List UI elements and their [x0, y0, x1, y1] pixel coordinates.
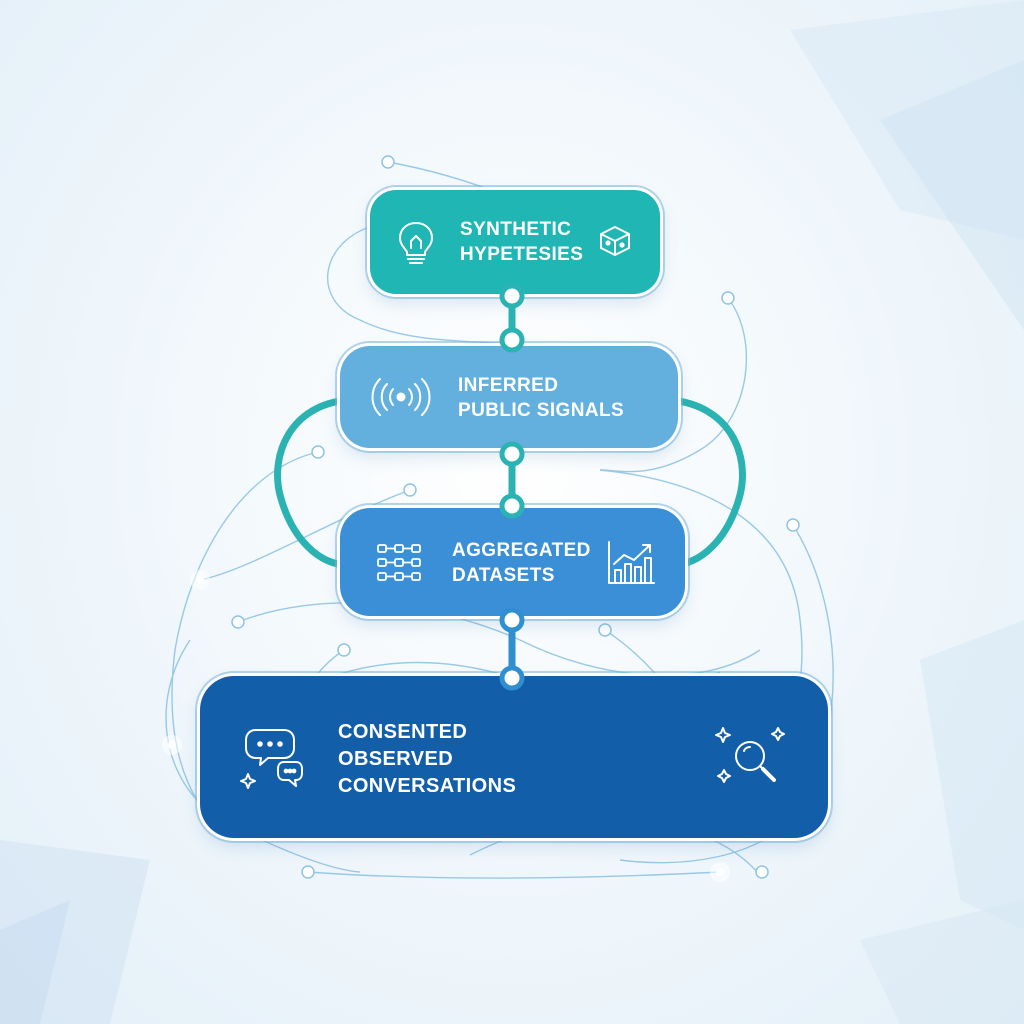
- tier-label: INFERRED PUBLIC SIGNALS: [458, 375, 625, 421]
- magnifier-sparkle-icon: [715, 727, 785, 783]
- signal-waves-icon: [371, 378, 431, 416]
- cube-icon: [600, 226, 630, 256]
- dataset-grid-icon: [377, 544, 421, 581]
- tier-inferred-public-signals[interactable]: INFERRED PUBLIC SIGNALS: [340, 346, 678, 448]
- right-connector-arc: [666, 396, 746, 569]
- chat-bubbles-icon: [240, 729, 303, 789]
- bar-chart-trend-icon: [608, 541, 655, 584]
- tier-label: CONSENTED OBSERVED CONVERSATIONS: [338, 721, 517, 797]
- tier-aggregated-datasets[interactable]: AGGREGATED DATASETS: [340, 508, 685, 616]
- left-connector-arc: [274, 396, 352, 569]
- tier-synthetic-hypotheses[interactable]: SYNTHETIC HYPETESIES: [370, 190, 660, 294]
- tier-label: AGGREGATED DATASETS: [452, 540, 591, 586]
- lightbulb-icon: [399, 222, 433, 264]
- tier-label: SYNTHETIC HYPETESIES: [460, 219, 584, 265]
- tier-consented-observed-conversations[interactable]: CONSENTED OBSERVED CONVERSATIONS: [200, 676, 828, 838]
